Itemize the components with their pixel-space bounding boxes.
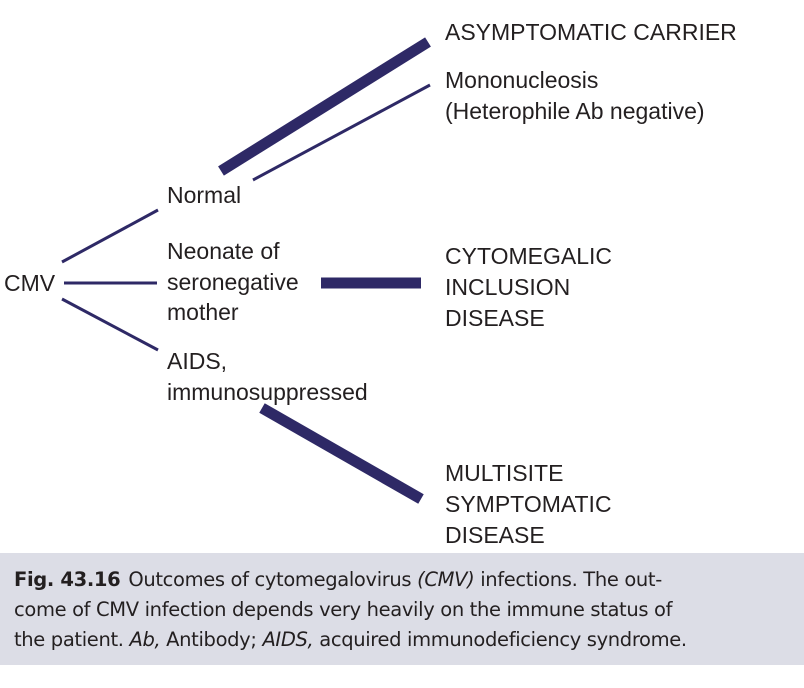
host-neonate-line: mother	[167, 299, 239, 325]
caption-line-2: come of CMV infection depends very heavi…	[14, 598, 673, 621]
outcome-cid-line: CYTOMEGALIC	[445, 243, 612, 269]
caption-italic: Ab,	[129, 628, 161, 651]
outcome-mono-line: Mononucleosis	[445, 67, 599, 93]
normal-to-mononucleosis-line	[252, 83, 431, 182]
outcome-mono-line: (Heterophile Ab negative)	[445, 98, 705, 124]
normal-to-carrier-bar	[218, 37, 431, 176]
figure-caption: Fig. 43.16 Outcomes of cytomegalovirus (C…	[0, 553, 804, 665]
cmv-outcomes-diagram: CMV Normal Neonate of seronegative mothe…	[4, 19, 737, 548]
root-to-normal-line	[61, 208, 159, 264]
caption-text: Outcomes of cytomegalovirus	[128, 568, 418, 591]
caption-text: infections. The out-	[474, 568, 662, 591]
cmv-root-label: CMV	[4, 270, 56, 296]
connector-lines	[61, 37, 431, 504]
caption-line-3: the patient. Ab, Antibody; AIDS, acquire…	[14, 625, 792, 655]
caption-text: acquired immunodeficiency syndrome.	[313, 628, 687, 651]
outcome-multisite-line: DISEASE	[445, 522, 545, 548]
caption-text: the patient.	[14, 628, 130, 651]
figure-number: Fig. 43.16	[14, 568, 121, 591]
caption-line-1: Fig. 43.16 Outcomes of cytomegalovirus (C…	[14, 565, 792, 595]
caption-text: Antibody;	[160, 628, 263, 651]
host-aids-line: immunosuppressed	[167, 379, 368, 405]
outcome-cid-line: INCLUSION	[445, 274, 571, 300]
outcome-multisite-line: SYMPTOMATIC	[445, 491, 612, 517]
root-to-aids-line	[61, 297, 159, 352]
host-normal-label: Normal	[167, 182, 242, 208]
aids-to-multisite-bar	[259, 403, 424, 504]
caption-italic: AIDS,	[262, 628, 314, 651]
host-neonate-line: seronegative	[167, 269, 299, 295]
outcome-multisite-line: MULTISITE	[445, 460, 564, 486]
caption-italic: (CMV)	[417, 568, 475, 591]
host-aids-line: AIDS,	[167, 348, 228, 374]
host-neonate-line: Neonate of	[167, 238, 280, 264]
outcome-cid-line: DISEASE	[445, 305, 545, 331]
outcome-carrier-label: ASYMPTOMATIC CARRIER	[445, 19, 737, 45]
